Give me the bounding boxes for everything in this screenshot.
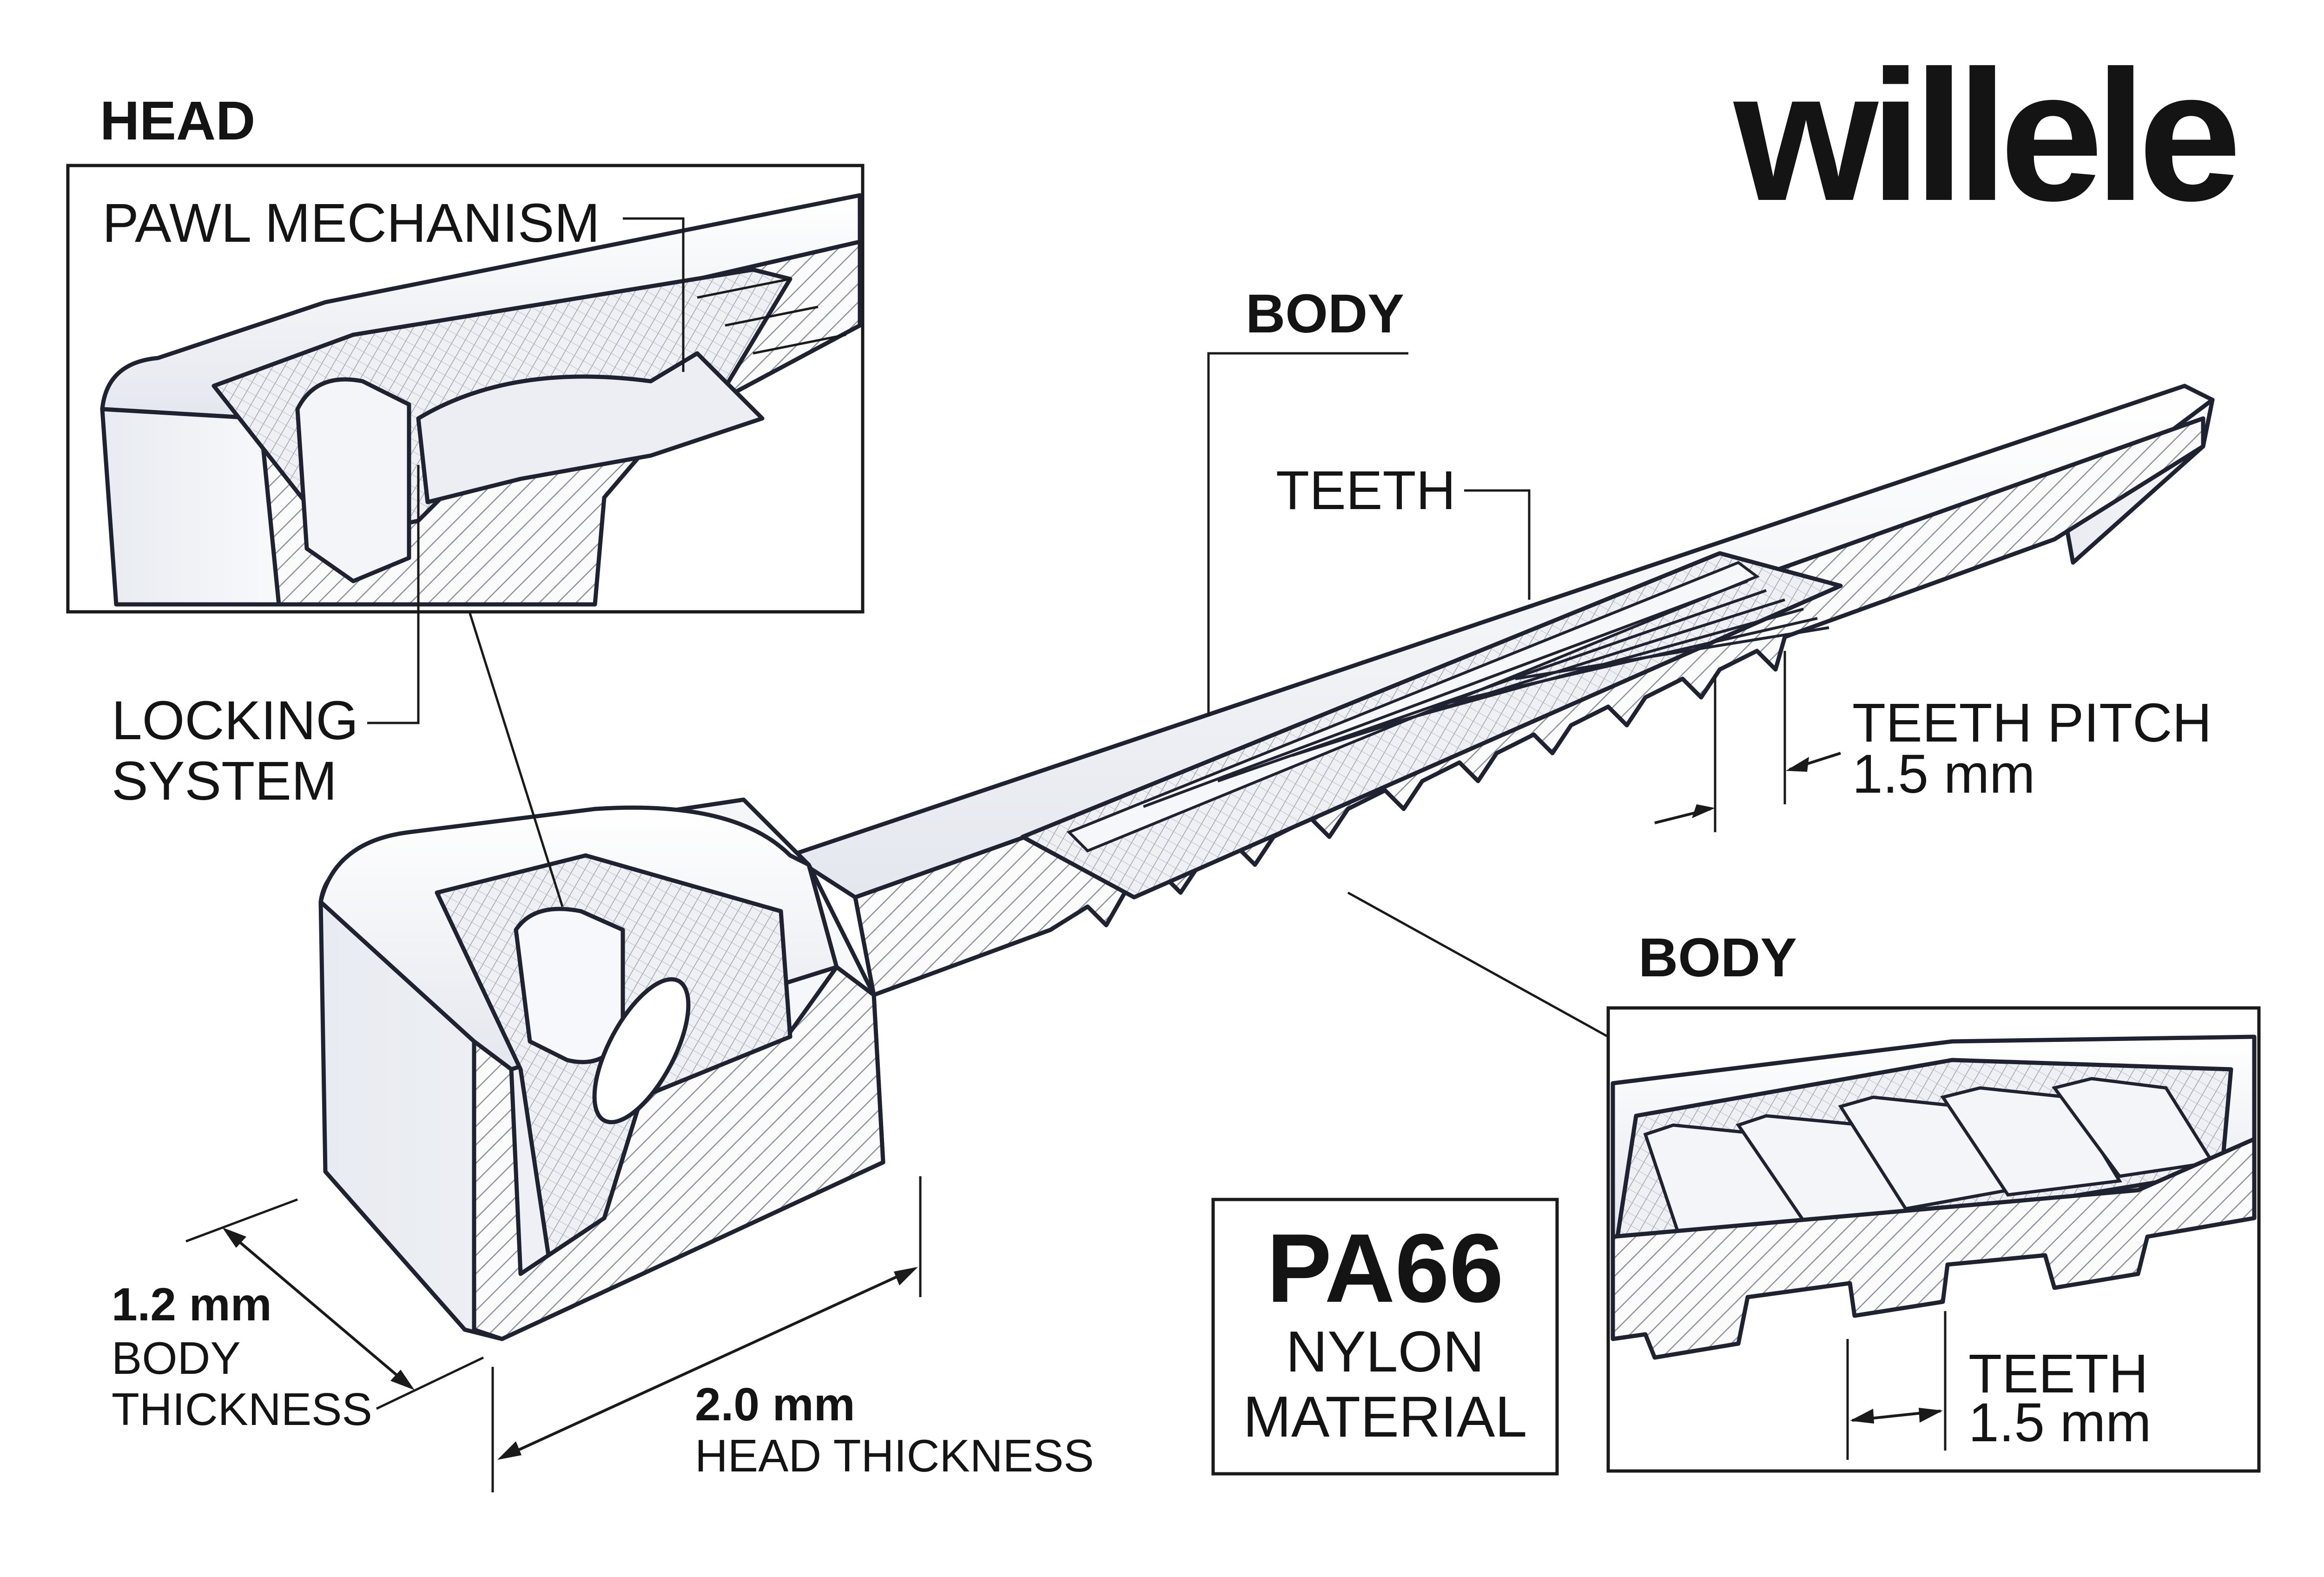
body-title-main: BODY [1246,283,1404,345]
brand-logo: willele [1731,32,2245,239]
body-inset: BODY TEETH 1.5 mm [1347,891,2261,1473]
head-inset-connector [468,611,564,907]
body-thickness-line2: THICKNESS [112,1384,372,1435]
head-inset-drawing [100,193,862,607]
locking-system-label-line2: SYSTEM [112,750,337,812]
locking-leader [367,465,420,724]
teeth-channel [1020,551,1843,900]
detail-teeth-label: TEETH [1968,1343,2148,1405]
material-box-frame [1211,1198,1559,1476]
pawl-cylinder [514,907,625,1064]
logo-text: willele [1731,32,2237,239]
body-leader [1207,352,1408,716]
material-box: PA66 NYLON MATERIAL [1211,1198,1559,1476]
teeth-pitch-dimension: TEETH PITCH 1.5 mm [1654,651,2212,832]
pawl-leader [623,217,685,372]
material-code: PA66 [1267,1213,1504,1323]
head-title: HEAD [100,90,255,152]
material-line1: NYLON [1286,1320,1484,1384]
teeth-ridges [1066,561,1829,853]
body-inset-connector [1347,891,1609,1038]
pawl-mechanism-label: PAWL MECHANISM [102,192,600,254]
body-thickness-line1: BODY [112,1332,241,1384]
body-title-detail: BODY [1638,927,1797,988]
head-thickness-value: 2.0 mm [695,1378,855,1431]
body-inset-drawing [1611,1034,2257,1360]
locking-system-label-line1: LOCKING [112,690,358,751]
teeth-pitch-value: 1.5 mm [1852,743,2035,805]
body-thickness-value: 1.2 mm [112,1279,272,1331]
cable-tie-main [318,384,2215,1341]
detail-teeth-value: 1.5 mm [1968,1392,2151,1453]
material-line2: MATERIAL [1243,1385,1527,1449]
teeth-pitch-label: TEETH PITCH [1852,692,2212,754]
head-inset: HEAD PAWL MECHANISM [66,90,865,614]
teeth-leader [1464,489,1531,600]
detail-teeth-dimension: TEETH 1.5 mm [1846,1311,2151,1460]
head-thickness-dimension: 2.0 mm HEAD THICKNESS [491,1176,1094,1492]
head-cross-section [472,965,885,1341]
head-thickness-label: HEAD THICKNESS [695,1430,1094,1481]
teeth-label: TEETH [1276,460,1456,521]
pawl-tongue [592,977,691,1125]
body-thickness-dimension: 1.2 mm BODY THICKNESS [112,1198,484,1435]
